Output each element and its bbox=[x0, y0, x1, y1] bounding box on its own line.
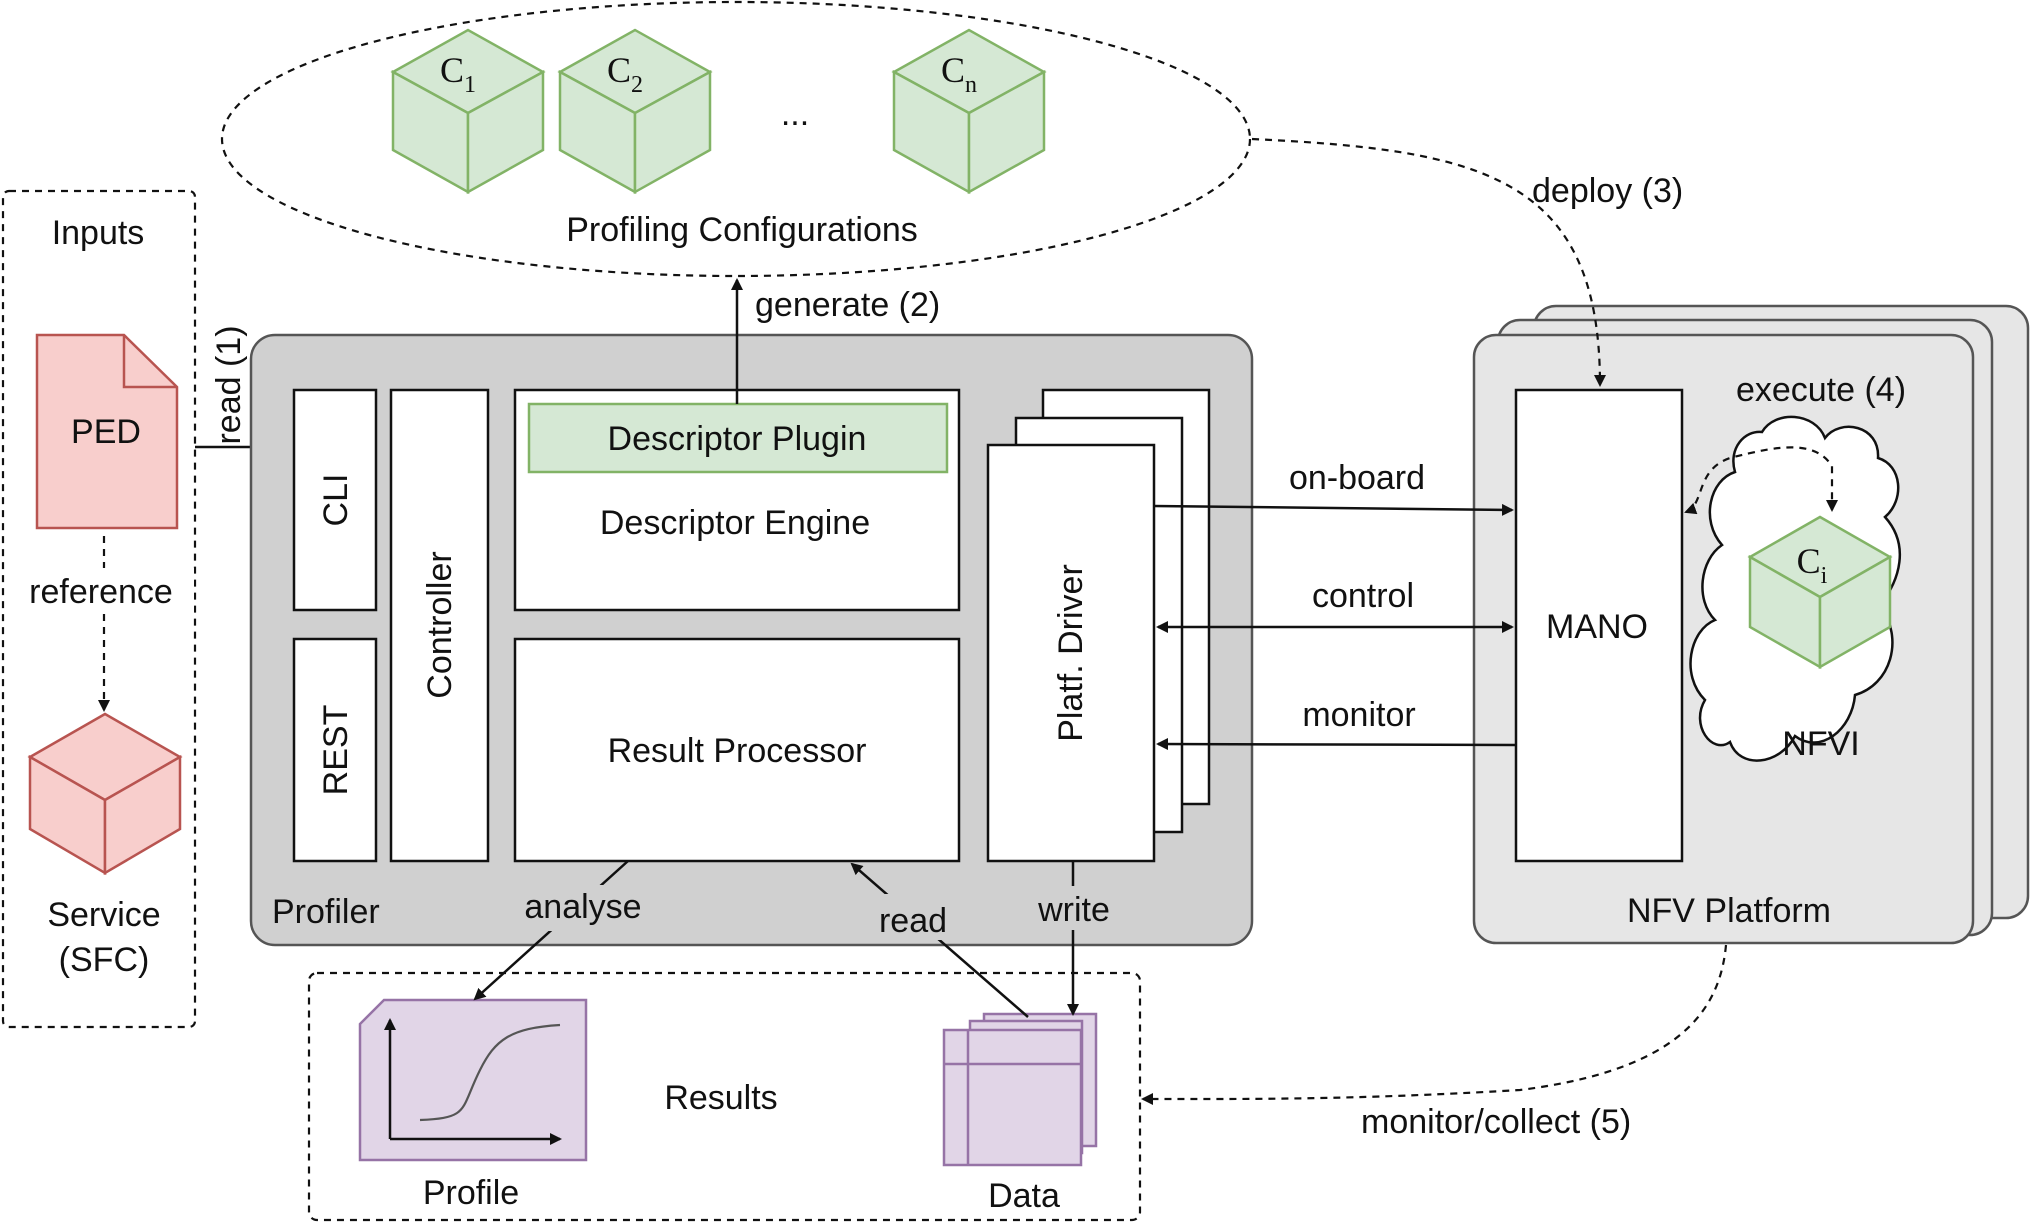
reference-label: reference bbox=[29, 573, 173, 611]
monitor-collect5-label: monitor/collect (5) bbox=[1361, 1103, 1631, 1141]
svg-text:Ci: Ci bbox=[1797, 541, 1828, 589]
read-label: read bbox=[879, 902, 947, 940]
reference-label-bg bbox=[14, 568, 194, 614]
rest-label: REST bbox=[317, 705, 355, 796]
config-cube-cn-icon: Cn bbox=[891, 28, 1047, 195]
results-title: Results bbox=[664, 1079, 777, 1117]
inputs-title: Inputs bbox=[52, 214, 145, 252]
nfv-platform-label: NFV Platform bbox=[1627, 892, 1831, 930]
onboard-label: on-board bbox=[1289, 459, 1425, 497]
data-table-icon bbox=[942, 1012, 1098, 1167]
service-label-line2: (SFC) bbox=[59, 941, 150, 979]
profiler-label: Profiler bbox=[272, 893, 380, 931]
cube-c2-base: C bbox=[607, 50, 631, 90]
cube-c2-sub: 2 bbox=[631, 72, 643, 98]
results-group: Results Profile Data bbox=[307, 971, 1142, 1222]
profiling-configurations-group: C1 C2 ... Cn Profiling Configurations bbox=[220, 0, 1252, 278]
rest-box[interactable] bbox=[292, 637, 378, 863]
profiler-group: Profiler CLI REST Controller Descriptor … bbox=[249, 333, 1254, 947]
read1-label: read (1) bbox=[210, 325, 248, 444]
config-ellipsis: ... bbox=[781, 95, 809, 133]
mano-label: MANO bbox=[1546, 608, 1648, 646]
config-cube-ci-icon: Ci bbox=[1747, 515, 1893, 670]
deploy3-label: deploy (3) bbox=[1532, 172, 1683, 210]
platf-driver-label: Platf. Driver bbox=[1052, 564, 1090, 742]
monitor-arrow bbox=[1156, 738, 1517, 751]
svg-text:C2: C2 bbox=[607, 50, 643, 98]
service-label-line1: Service bbox=[47, 896, 160, 934]
cube-cn-sub: n bbox=[965, 72, 977, 98]
cli-label: CLI bbox=[317, 474, 355, 527]
svg-text:C1: C1 bbox=[440, 50, 476, 98]
cube-c1-sub: 1 bbox=[464, 72, 476, 98]
execute4-label: execute (4) bbox=[1736, 371, 1906, 409]
data-label: Data bbox=[988, 1177, 1060, 1215]
read-data-arrow bbox=[850, 862, 1029, 1018]
cli-box[interactable] bbox=[292, 388, 378, 612]
analyse-label-bg bbox=[508, 885, 658, 931]
result-processor-box bbox=[513, 637, 961, 863]
controller-label: Controller bbox=[421, 551, 459, 698]
onboard-arrow bbox=[1153, 503, 1514, 516]
control-label: control bbox=[1312, 577, 1414, 615]
descriptor-plugin-label: Descriptor Plugin bbox=[608, 420, 867, 458]
profile-chart-icon bbox=[358, 998, 588, 1162]
profiling-configurations-ellipse bbox=[220, 0, 1252, 278]
results-box bbox=[307, 971, 1142, 1222]
cube-ci-sub: i bbox=[1821, 563, 1828, 589]
svg-text:Cn: Cn bbox=[941, 50, 977, 98]
profile-label: Profile bbox=[423, 1174, 519, 1212]
write-label-bg bbox=[1025, 886, 1123, 930]
platf-driver-box bbox=[986, 443, 1156, 863]
nfv-platform-group: NFV Platform MANO execute (4) Ci NFVI bbox=[1472, 304, 2030, 945]
descriptor-engine-label: Descriptor Engine bbox=[600, 504, 870, 542]
nfvi-label: NFVI bbox=[1782, 725, 1859, 763]
inputs-group: Inputs PED reference Service (SFC) bbox=[1, 189, 197, 1029]
generate2-label: generate (2) bbox=[755, 286, 940, 324]
service-cube-icon bbox=[27, 712, 183, 876]
config-cube-c2-icon: C2 bbox=[557, 28, 713, 195]
result-processor-label: Result Processor bbox=[608, 732, 867, 770]
ped-document-icon bbox=[35, 333, 179, 530]
config-cube-c1-icon: C1 bbox=[390, 28, 546, 195]
cube-c1-base: C bbox=[440, 50, 464, 90]
inputs-box bbox=[1, 189, 197, 1029]
analyse-label: analyse bbox=[524, 888, 641, 926]
monitor-collect5-arrow bbox=[1141, 944, 1728, 1106]
write-label: write bbox=[1037, 891, 1110, 929]
cube-cn-base: C bbox=[941, 50, 965, 90]
controller-box bbox=[389, 388, 490, 863]
profiling-configurations-label: Profiling Configurations bbox=[566, 211, 918, 249]
deploy3-arrow bbox=[1251, 137, 1606, 387]
monitor-label: monitor bbox=[1302, 696, 1415, 734]
mano-box bbox=[1514, 388, 1684, 863]
ped-label: PED bbox=[71, 413, 141, 451]
execute-loop-arrow bbox=[1684, 446, 1838, 515]
cube-ci-base: C bbox=[1797, 541, 1821, 581]
read-label-bg bbox=[862, 894, 967, 940]
